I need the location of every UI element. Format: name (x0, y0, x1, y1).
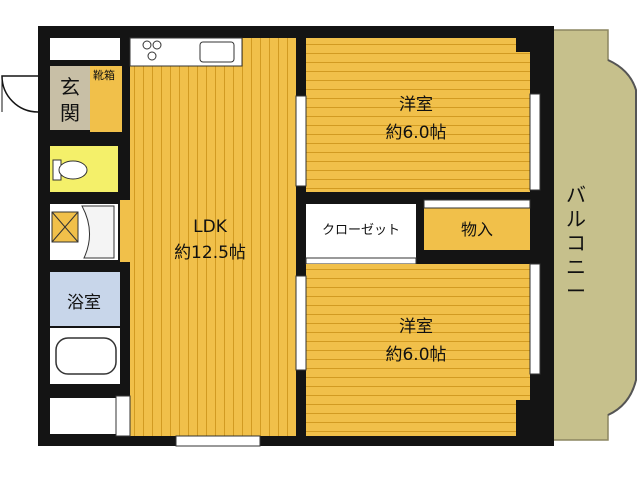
pillar-top-right (516, 26, 554, 52)
storage-label: 物入 (461, 220, 493, 239)
ldk-sliding-door (115, 395, 131, 437)
hall-strip (120, 200, 130, 262)
ldk-label-2: 約12.5帖 (174, 243, 246, 263)
balcony-area (539, 29, 637, 441)
lower-room-window (529, 263, 541, 375)
stove-icon (142, 40, 162, 61)
western-room-lower-floor (306, 264, 530, 436)
hall-floor (90, 82, 122, 132)
closet-area (306, 204, 416, 258)
upper-room-door (295, 95, 307, 187)
balcony-label: バ ル コ ニ ー (566, 183, 586, 303)
entrance-label-1: 玄 (60, 75, 80, 99)
closet-door (305, 257, 417, 265)
upper-room-window (529, 93, 541, 191)
toilet-icon (52, 159, 88, 181)
balcony-char-3: コ (566, 231, 586, 255)
western-lower-label-2: 約6.0帖 (385, 345, 446, 365)
bottom-left-storage (50, 398, 120, 434)
shoe-box (90, 66, 122, 82)
balcony-char-4: ニ (566, 255, 586, 279)
kitchen-sink-icon (199, 41, 235, 63)
washing-machine-icon (51, 211, 79, 243)
shoe-box-label: 靴箱 (93, 68, 115, 82)
entrance-floor (50, 66, 90, 130)
bathroom-label: 浴室 (67, 293, 101, 313)
bathroom-floor (50, 272, 120, 326)
storage-area (424, 208, 530, 250)
top-left-closet (50, 38, 120, 60)
balcony-char-1: バ (566, 183, 586, 207)
western-room-upper-floor (306, 38, 530, 192)
western-lower-label-1: 洋室 (399, 317, 433, 337)
closet-label: クローゼット (322, 223, 400, 238)
western-upper-label-2: 約6.0帖 (385, 123, 446, 143)
bathtub-icon (55, 337, 117, 375)
balcony-char-5: ー (566, 279, 586, 303)
ldk-floor (130, 38, 296, 436)
entrance-label-2: 関 (60, 101, 80, 125)
entrance-door-swing (1, 75, 39, 113)
storage-door (423, 199, 531, 209)
balcony-char-2: ル (566, 207, 586, 231)
vanity-sink (81, 205, 115, 259)
ldk-window (175, 435, 261, 447)
western-upper-label-1: 洋室 (399, 95, 433, 115)
lower-room-door (295, 275, 307, 371)
pillar-bottom-right (516, 400, 554, 446)
ldk-label-1: LDK (193, 217, 228, 237)
balcony-rail (607, 59, 637, 416)
